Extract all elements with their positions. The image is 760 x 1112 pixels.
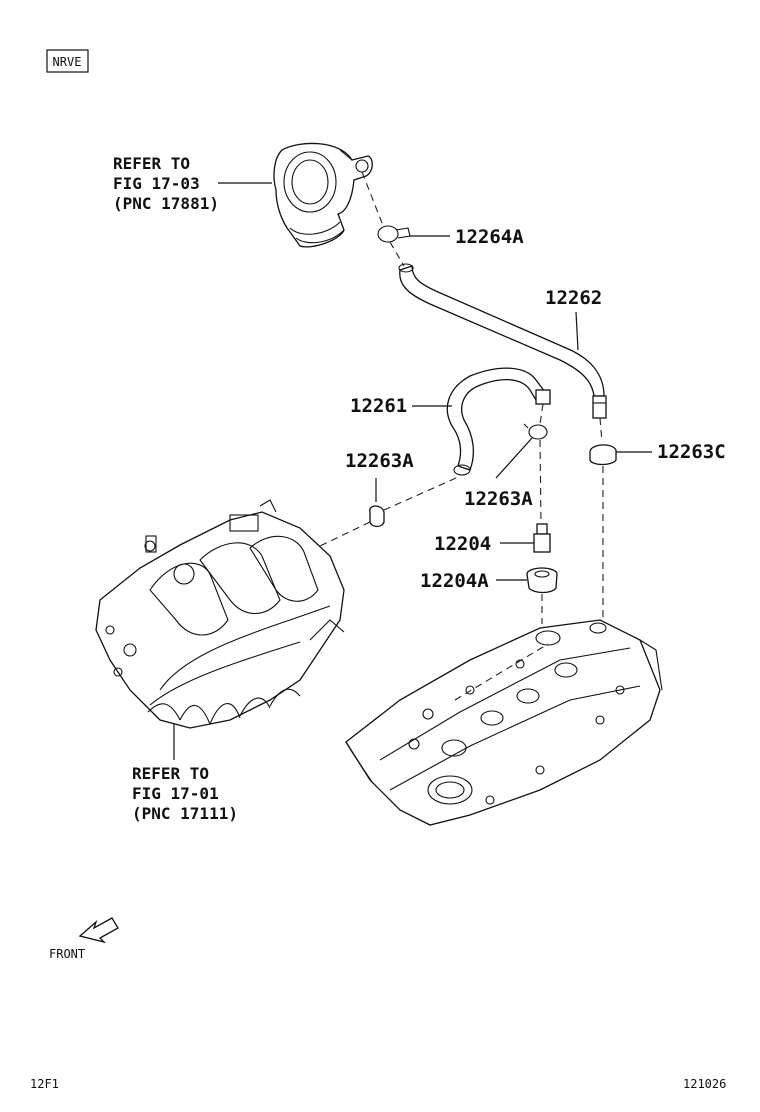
label-12261: 12261 bbox=[350, 395, 407, 417]
dash-hose-to-right-clip bbox=[539, 403, 544, 425]
refer-top: REFER TO FIG 17-03 (PNC 17881) bbox=[113, 154, 272, 213]
footer-right-code: 121026 bbox=[683, 1077, 726, 1091]
front-label: FRONT bbox=[49, 947, 85, 961]
label-12263C: 12263C bbox=[657, 441, 726, 463]
refer-bottom: REFER TO FIG 17-01 (PNC 17111) bbox=[132, 764, 238, 823]
label-12263A-left: 12263A bbox=[345, 450, 414, 472]
corner-tag: NRVE bbox=[46, 49, 89, 73]
dash-left-clip-to-manifold bbox=[269, 521, 371, 571]
refer-bottom-line1: REFER TO bbox=[132, 764, 209, 783]
label-12264A: 12264A bbox=[455, 226, 524, 248]
refer-top-line2: FIG 17-03 bbox=[113, 174, 200, 193]
label-12262: 12262 bbox=[545, 287, 602, 309]
hose-12261-drawing bbox=[446, 367, 551, 476]
dash-connector-to-clip bbox=[361, 171, 385, 229]
air-intake-connector-drawing bbox=[273, 142, 373, 248]
refer-top-line1: REFER TO bbox=[113, 154, 190, 173]
clip-12264A-drawing bbox=[377, 225, 450, 243]
grommet-12204A-drawing bbox=[496, 567, 558, 594]
refer-bottom-line3: (PNC 17111) bbox=[132, 804, 238, 823]
clip-12263C-drawing bbox=[589, 444, 652, 466]
clip-12263A-right-drawing bbox=[495, 423, 548, 479]
label-12204A: 12204A bbox=[420, 570, 489, 592]
cylinder-head-cover-drawing bbox=[345, 619, 663, 826]
hose-12262-drawing bbox=[398, 263, 607, 419]
refer-bottom-line2: FIG 17-01 bbox=[132, 784, 219, 803]
pcv-valve-12204-drawing bbox=[500, 523, 551, 553]
dash-hose-to-12263C bbox=[599, 417, 603, 443]
clip-12263A-left-drawing bbox=[369, 478, 385, 528]
label-12204: 12204 bbox=[434, 533, 491, 555]
dash-cover-inner bbox=[454, 643, 549, 701]
leader-12262 bbox=[575, 311, 579, 351]
intake-manifold-drawing bbox=[95, 499, 345, 729]
refer-top-line3: (PNC 17881) bbox=[113, 194, 219, 213]
dash-right-clip-to-valve bbox=[539, 439, 542, 525]
label-12263A-right: 12263A bbox=[464, 488, 533, 510]
dash-clip-to-hose bbox=[389, 241, 405, 267]
front-arrow-icon bbox=[78, 917, 119, 944]
footer-left-code: 12F1 bbox=[30, 1077, 59, 1091]
corner-tag-text: NRVE bbox=[53, 55, 82, 69]
dash-hose-to-left-clip bbox=[383, 477, 457, 511]
